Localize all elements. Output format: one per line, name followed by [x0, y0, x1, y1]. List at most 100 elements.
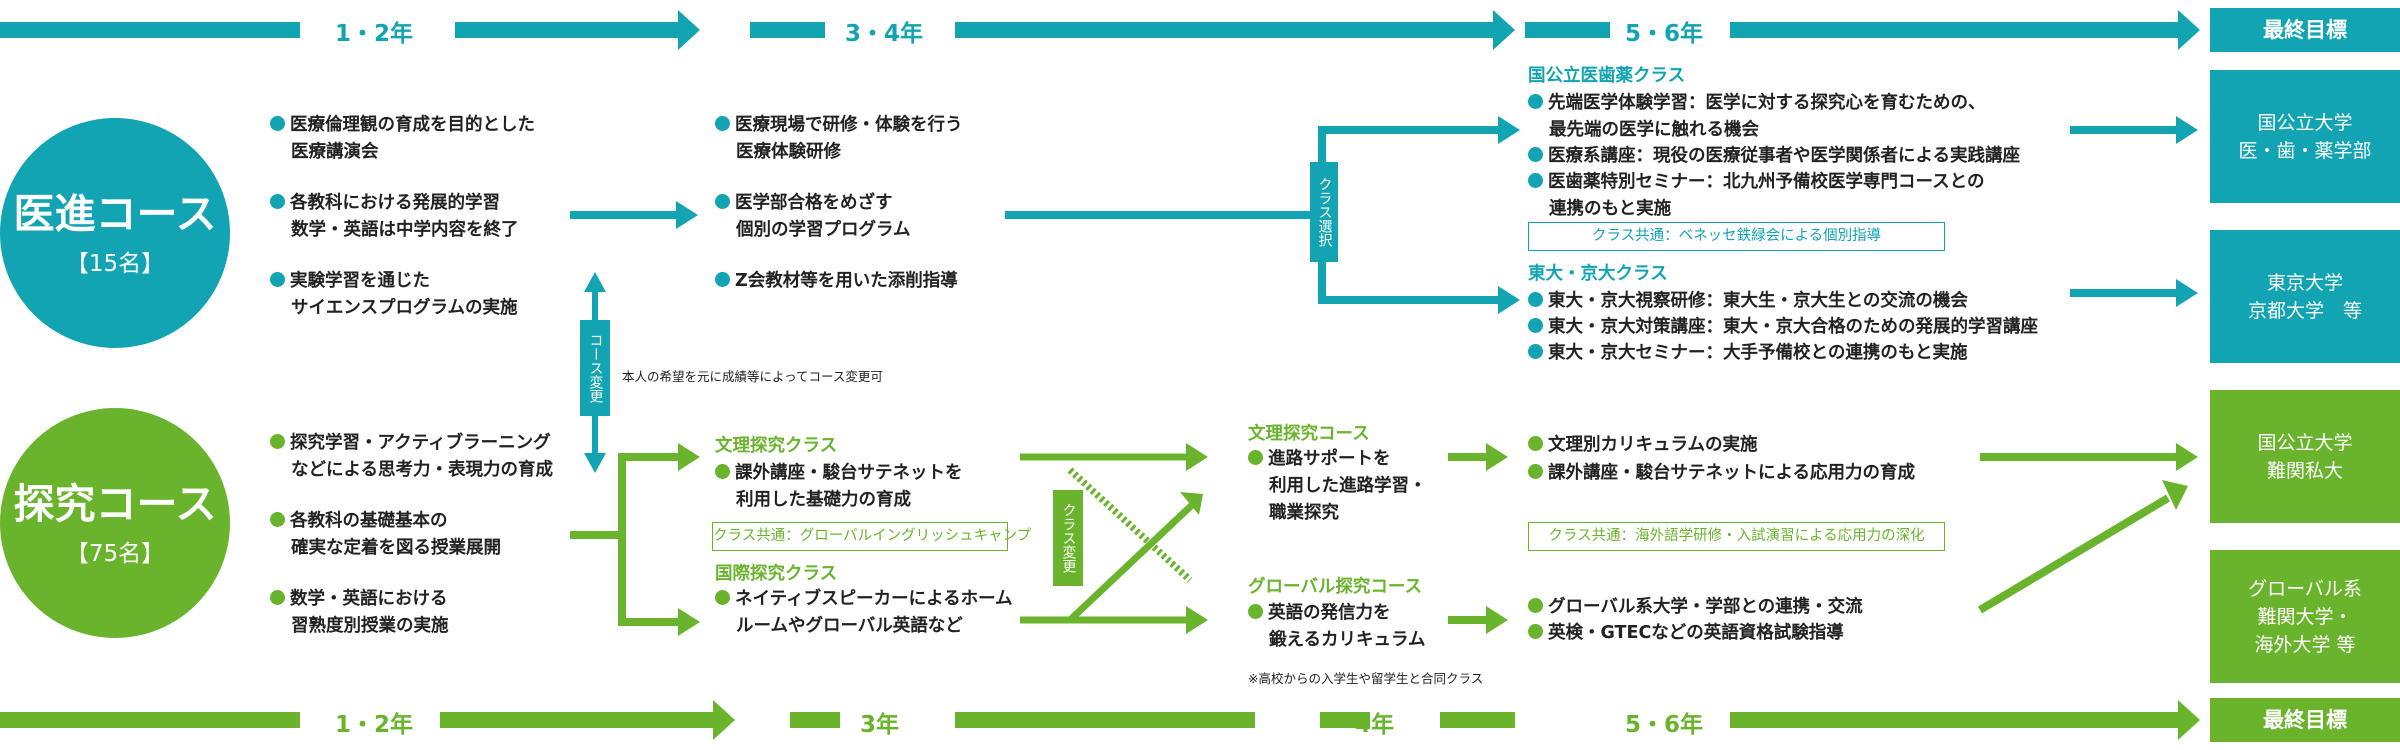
med-class-a-item-2: 医療系講座：現役の医療従事者や医学関係者による実践講座 [1528, 143, 2020, 170]
inquiry-course-circle: 探究コース 【75名】 [0, 408, 230, 638]
class-change-tag: クラス変更 [1053, 490, 1083, 586]
med-arrowhead-goal-a [2176, 116, 2198, 144]
timeline-top-year-2: 3・4年 [845, 21, 924, 47]
timeline-top-bar-3 [750, 22, 825, 38]
medical-course-name: 医進コース [13, 190, 217, 238]
timeline-top-bar-4 [955, 22, 1495, 38]
timeline-top-arrowhead-2 [1493, 10, 1515, 50]
med-goal-a: 国公立大学医・歯・薬学部 [2210, 70, 2400, 203]
inq-arrowhead-goal-a [2176, 443, 2198, 471]
timeline-top-year-1: 1・2年 [335, 21, 414, 47]
timeline-top-bar-5 [1525, 22, 1610, 38]
bullet-dot [1528, 173, 1543, 188]
inq-goal-a: 国公立大学難関私大 [2210, 390, 2400, 523]
inq-arrowhead-course-b [1186, 606, 1208, 634]
inq-class-b-title: 国際探究クラス [715, 564, 838, 584]
timeline-bottom-year-1: 1・2年 [335, 712, 414, 738]
timeline-bottom-bar-1 [0, 712, 300, 728]
med-class-a-item-3: 医歯薬特別セミナー：北九州予備校医学専門コースとの 連携のもと実施 [1528, 169, 1984, 223]
inquiry-course-name: 探究コース [13, 480, 217, 528]
bullet-dot [715, 464, 730, 479]
med-s2-item-3: Z会教材等を用いた添削指導 [715, 268, 958, 295]
med-s2-item-1: 医療現場で研修・体験を行う 医療体験研修 [715, 112, 963, 166]
timeline-bottom-bar-6 [1440, 712, 1515, 728]
med-class-a-item-1: 先端医学体験学習：医学に対する探究心を育むための、 最先端の医学に触れる機会 [1528, 90, 1986, 144]
timeline-top-arrowhead-3 [2178, 10, 2200, 50]
inq-arrowhead-stage56-a [1486, 443, 1508, 471]
course-change-arrowhead-up [584, 272, 606, 292]
timeline-bottom-year-3: 4年 [1355, 712, 1395, 738]
timeline-top-bar-1 [0, 22, 300, 38]
class-select-tag: クラス選択 [1310, 162, 1338, 262]
bullet-dot [270, 272, 285, 287]
bullet-dot [270, 512, 285, 527]
bullet-dot [1528, 598, 1543, 613]
bullet-dot [715, 116, 730, 131]
inq-arrow-stage56-b-goal [1977, 494, 2171, 614]
inquiry-course-count: 【75名】 [65, 541, 165, 567]
inq-s56a-item-2: 課外講座・駿台サテネットによる応用力の育成 [1528, 460, 1915, 487]
timeline-bottom-bar-3 [790, 712, 840, 728]
course-change-tag: コース変更 [580, 320, 610, 416]
inq-cross-arrowhead [1180, 492, 1203, 515]
med-class-a-title: 国公立医歯薬クラス [1528, 66, 1686, 86]
course-change-arrowhead-down [584, 453, 606, 473]
bullet-dot [1528, 436, 1543, 451]
inq-s1-item-3: 数学・英語における 習熟度別授業の実施 [270, 586, 449, 640]
inq-class-b-item-1: ネイティブスピーカーによるホーム ルームやグローバル英語など [715, 586, 1013, 640]
inq-s1-item-1: 探究学習・アクティブラーニング などによる思考力・表現力の育成 [270, 430, 553, 484]
inq-course-b-note: ※高校からの入学生や留学生と合同クラス [1248, 671, 1484, 686]
med-s1-item-1: 医療倫理観の育成を目的とした 医療講演会 [270, 112, 535, 166]
timeline-bottom-year-2: 3年 [860, 712, 900, 738]
timeline-bottom-bar-5 [1320, 712, 1370, 728]
inq-arrowhead-course-a [1186, 443, 1208, 471]
bullet-dot [1528, 464, 1543, 479]
inq-class-a-title: 文理探究クラス [715, 436, 838, 456]
med-arrowhead-class-a [1498, 116, 1520, 144]
inq-common56-box: クラス共通：海外語学研修・入試演習による応用力の深化 [1528, 522, 1945, 551]
inq-s56b-item-1: グローバル系大学・学部との連携・交流 [1528, 594, 1863, 621]
bullet-dot [715, 272, 730, 287]
inq-goal-b: グローバル系難関大学・海外大学 等 [2210, 550, 2400, 683]
inq-common3-box: クラス共通：グローバルイングリッシュキャンプ [712, 522, 1031, 551]
med-branch-line [1318, 126, 1500, 304]
med-class-b-item-1: 東大・京大視察研修：東大生・京大生との交流の機会 [1528, 288, 1968, 315]
bullet-dot [270, 434, 285, 449]
inq-s56a-item-1: 文理別カリキュラムの実施 [1528, 432, 1757, 459]
inq-course-b-title: グローバル探究コース [1248, 577, 1422, 597]
inq-course-a-title: 文理探究コース [1248, 424, 1370, 444]
med-common-box: クラス共通：ベネッセ鉄緑会による個別指導 [1528, 222, 1945, 251]
inq-class-a-item-1: 課外講座・駿台サテネットを 利用した基礎力の育成 [715, 460, 963, 514]
med-class-b-title: 東大・京大クラス [1528, 264, 1668, 284]
bullet-dot [715, 194, 730, 209]
medical-course-circle: 医進コース 【15名】 [0, 118, 230, 348]
medical-course-count: 【15名】 [65, 251, 165, 277]
med-s1-item-2: 各教科における発展的学習 数学・英語は中学内容を終了 [270, 190, 519, 244]
timeline-bottom-bar-2 [440, 712, 715, 728]
med-class-b-item-2: 東大・京大対策講座：東大・京大合格のための発展的学習講座 [1528, 314, 2038, 341]
bullet-dot [1528, 318, 1543, 333]
inq-arrowhead-goal-b [2162, 480, 2188, 510]
timeline-top-year-3: 5・6年 [1625, 21, 1704, 47]
timeline-top-bar-2 [455, 22, 680, 38]
inq-s56b-item-2: 英検・GTECなどの英語資格試験指導 [1528, 620, 1844, 647]
inq-branch-line [618, 453, 680, 626]
inq-cross-arrow-up [1067, 502, 1195, 623]
bullet-dot [1248, 450, 1263, 465]
timeline-bottom-arrowhead-1 [713, 700, 735, 740]
timeline-bottom-bar-7 [1730, 712, 2180, 728]
timeline-top-arrowhead-1 [678, 10, 700, 50]
timeline-top-bar-6 [1730, 22, 2180, 38]
bullet-dot [1248, 604, 1263, 619]
timeline-bottom-goal: 最終目標 [2210, 698, 2400, 742]
bullet-dot [1528, 94, 1543, 109]
bullet-dot [270, 194, 285, 209]
timeline-bottom-year-4: 5・6年 [1625, 712, 1704, 738]
bullet-dot [270, 116, 285, 131]
med-class-b-item-3: 東大・京大セミナー：大手予備校との連携のもと実施 [1528, 340, 1967, 367]
med-s1-item-3: 実験学習を通じた サイエンスプログラムの実施 [270, 268, 517, 322]
med-goal-b: 東京大学京都大学 等 [2210, 230, 2400, 363]
timeline-top-goal: 最終目標 [2210, 8, 2400, 52]
inq-arrowhead-class-a [678, 443, 700, 471]
timeline-bottom-bar-4 [955, 712, 1255, 728]
